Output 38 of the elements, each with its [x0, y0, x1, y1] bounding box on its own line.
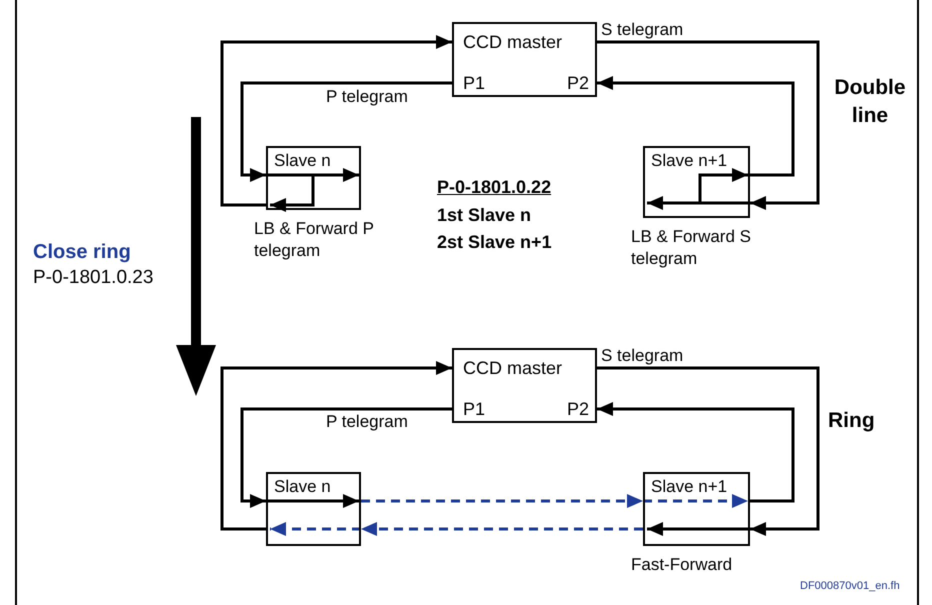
port-label: P2 — [566, 72, 589, 95]
arrow — [240, 408, 452, 508]
note-text: P-0-1801.0.22 — [437, 176, 552, 199]
node-title: CCD master — [463, 357, 562, 380]
arrow — [240, 82, 452, 182]
edge-label: P telegram — [325, 87, 409, 107]
master-box — [452, 22, 597, 97]
node-title: Slave n+1 — [651, 476, 728, 498]
node-title: Slave n — [274, 150, 331, 172]
figure-id: DF000870v01_en.fh — [800, 579, 900, 594]
note-text: Ring — [828, 408, 875, 434]
port-label: P1 — [463, 72, 486, 95]
edge-label: P telegram — [325, 412, 409, 432]
arrow — [361, 494, 643, 508]
edge-label: S telegram — [600, 346, 684, 366]
arrow — [597, 76, 794, 176]
node-caption: LB & Forward S telegram — [631, 226, 752, 270]
node-title: CCD master — [463, 31, 562, 54]
node-caption: Fast-Forward — [631, 554, 734, 576]
arrow — [220, 361, 452, 530]
arrow — [597, 366, 820, 536]
arrow — [361, 522, 643, 536]
arrow — [220, 35, 452, 206]
note-text: Close ring — [33, 240, 131, 265]
port-label: P2 — [566, 398, 589, 421]
edge-label: S telegram — [600, 20, 684, 40]
note-text: 2st Slave n+1 — [437, 231, 552, 254]
note-text: 1st Slave n — [437, 204, 532, 227]
master-box — [452, 348, 597, 423]
arrow — [597, 402, 794, 502]
node-title: Slave n — [274, 476, 331, 498]
note-text: Double line — [833, 75, 907, 129]
node-caption: LB & Forward P telegram — [254, 218, 375, 262]
slave-box — [266, 472, 361, 546]
port-label: P1 — [463, 398, 486, 421]
note-text: P-0-1801.0.23 — [33, 266, 154, 290]
arrow — [597, 40, 820, 210]
node-title: Slave n+1 — [651, 150, 728, 172]
